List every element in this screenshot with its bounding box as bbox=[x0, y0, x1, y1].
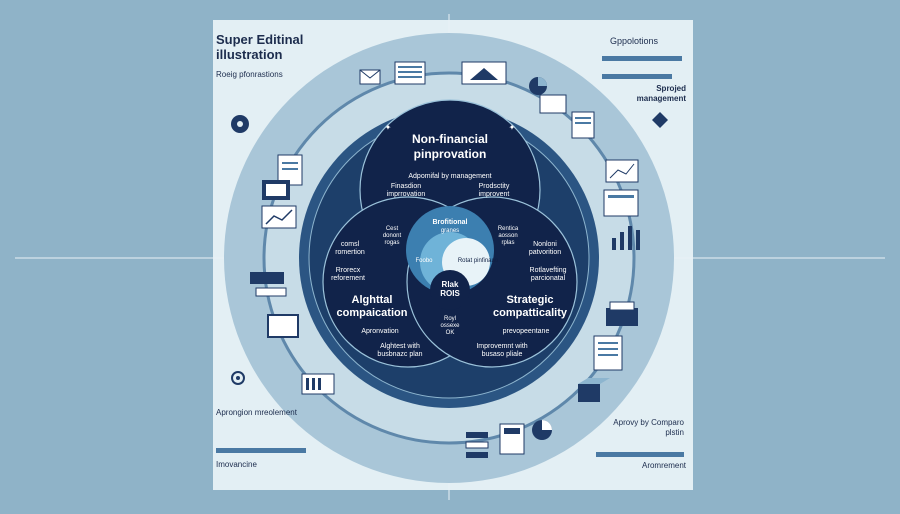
laptop-icon bbox=[461, 61, 507, 85]
right-item1-line1: Nonloni bbox=[533, 241, 557, 248]
right-sub2-line2: busaso pliale bbox=[482, 351, 523, 358]
overlap-bottom-line1: Royl bbox=[444, 316, 456, 322]
gear-icon bbox=[231, 115, 249, 133]
target-icon bbox=[231, 371, 245, 385]
pie-chart-icon-bottom bbox=[532, 420, 552, 440]
center-top-line2: granes bbox=[441, 228, 459, 234]
left-item1-line2: romertion bbox=[335, 249, 365, 256]
overlap-tr-line3: rplas bbox=[501, 240, 514, 246]
top-left-line1: Finasdion bbox=[391, 183, 421, 190]
top-right-label-2: Sprojed management bbox=[636, 84, 686, 103]
top-right-line2: improvent bbox=[479, 191, 510, 198]
monitor-icon bbox=[539, 94, 567, 114]
box-icon bbox=[578, 378, 610, 402]
top-sub: Adpomifal by management bbox=[408, 173, 491, 180]
left-item1-line1: comsl bbox=[341, 241, 360, 248]
document-icon bbox=[394, 61, 426, 85]
overlap-tl-line3: rogas bbox=[384, 240, 399, 246]
left-item2-line1: Rrorecx bbox=[336, 267, 361, 274]
bottom-left-label-1: Aprongion mreolement bbox=[216, 408, 297, 417]
stack-icon bbox=[465, 432, 489, 458]
overlap-tl-line1: Cest bbox=[386, 226, 399, 232]
star-icon: ✦ bbox=[509, 123, 516, 132]
center-right-label: Rotat pinfinano bbox=[458, 258, 499, 264]
top-right-bar-1 bbox=[602, 56, 682, 61]
overlap-bottom-line2: ossexe bbox=[440, 323, 460, 329]
page-subtitle: Roeig pfonrastions bbox=[216, 70, 283, 79]
overlap-tr-line1: Rentica bbox=[498, 226, 519, 232]
left-sub2-line2: busbnazc plan bbox=[377, 351, 422, 358]
pie-chart-icon bbox=[529, 77, 547, 95]
page-title: Super Editinal illustration bbox=[216, 32, 304, 62]
bottom-right-label-1: Aprovy by Comparo plstin bbox=[613, 418, 684, 437]
bottom-left-label-2: Imovancine bbox=[216, 460, 257, 469]
top-right-bar-2 bbox=[602, 74, 672, 79]
right-title-line2: compatticality bbox=[493, 307, 568, 319]
top-right-line1: Prodsctity bbox=[479, 183, 510, 190]
right-sub1: prevopeentane bbox=[503, 328, 550, 335]
printer-icon bbox=[606, 301, 638, 326]
left-sub2-line1: Alghtest with bbox=[380, 343, 420, 350]
overlap-tl-line2: donont bbox=[383, 233, 402, 239]
right-sub2-line1: Improvemnt with bbox=[476, 343, 527, 350]
bottom-left-bar bbox=[216, 448, 306, 453]
center-left-label: Foobo bbox=[415, 258, 433, 264]
envelope-icon bbox=[359, 69, 381, 85]
report-icon bbox=[571, 111, 595, 139]
top-right-label-1: Gppolotions bbox=[610, 36, 659, 46]
presentation-icon bbox=[603, 189, 639, 217]
growth-chart-icon bbox=[605, 159, 639, 183]
left-item2-line2: reforement bbox=[331, 275, 365, 282]
folder-icon bbox=[262, 180, 290, 200]
center-line1: Rlak bbox=[442, 280, 459, 289]
spreadsheet-icon bbox=[301, 373, 335, 395]
top-left-line2: imprrovation bbox=[387, 191, 426, 198]
star-icon: ✦ bbox=[385, 123, 392, 132]
left-sub1: Apronvation bbox=[361, 328, 398, 335]
calculator-icon bbox=[499, 423, 525, 455]
venn-core-center bbox=[430, 270, 470, 310]
top-title-line1: Non-financial bbox=[412, 132, 488, 146]
right-item2-line1: Rotlavefting bbox=[530, 267, 567, 274]
bottom-right-label-2: Aromrement bbox=[641, 461, 686, 470]
monitor-icon-left bbox=[267, 314, 299, 338]
bar-chart-icon bbox=[612, 226, 640, 250]
bottom-right-bar bbox=[596, 452, 684, 457]
left-title-line2: compaication bbox=[337, 307, 408, 319]
right-title-line1: Strategic bbox=[506, 294, 553, 306]
right-item1-line2: patvorition bbox=[529, 249, 561, 256]
diamond-icon bbox=[652, 112, 668, 128]
overlap-bottom-line3: OK bbox=[446, 330, 455, 336]
keyboard-icon bbox=[250, 272, 287, 297]
center-top-line1: Brofitional bbox=[433, 219, 468, 226]
overlap-tr-line2: aosson bbox=[498, 233, 517, 239]
top-title-line2: pinprovation bbox=[414, 147, 487, 161]
line-chart-icon bbox=[261, 205, 297, 229]
document-stack-icon bbox=[593, 335, 623, 371]
center-line2: ROIS bbox=[440, 289, 460, 298]
right-item2-line2: parcionatal bbox=[531, 275, 566, 282]
left-title-line1: Alghttal bbox=[352, 294, 393, 306]
